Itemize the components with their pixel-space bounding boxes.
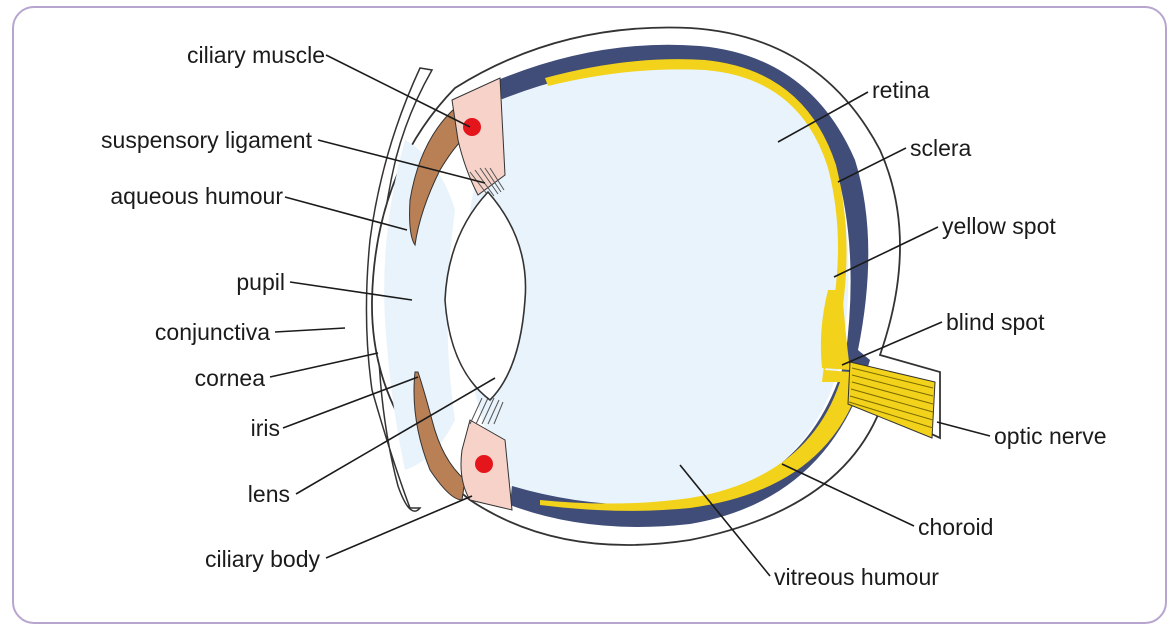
ciliary-muscle-upper [463, 118, 481, 136]
label-lens: lens [248, 481, 290, 507]
label-vitreous-humour: vitreous humour [774, 564, 939, 590]
label-ciliary-body: ciliary body [205, 546, 321, 572]
label-blind-spot: blind spot [946, 309, 1045, 335]
ciliary-muscle-lower [475, 455, 493, 473]
label-ciliary-muscle: ciliary muscle [187, 42, 325, 68]
label-iris: iris [251, 415, 280, 441]
label-choroid: choroid [918, 514, 993, 540]
label-pupil: pupil [236, 269, 285, 295]
label-aqueous-humour: aqueous humour [110, 183, 283, 209]
label-conjunctiva: conjunctiva [155, 319, 270, 345]
label-retina: retina [872, 77, 930, 103]
label-cornea: cornea [195, 365, 266, 391]
label-optic-nerve: optic nerve [994, 423, 1107, 449]
label-sclera: sclera [910, 135, 972, 161]
label-suspensory-ligament: suspensory ligament [101, 127, 313, 153]
label-yellow-spot: yellow spot [942, 213, 1056, 239]
